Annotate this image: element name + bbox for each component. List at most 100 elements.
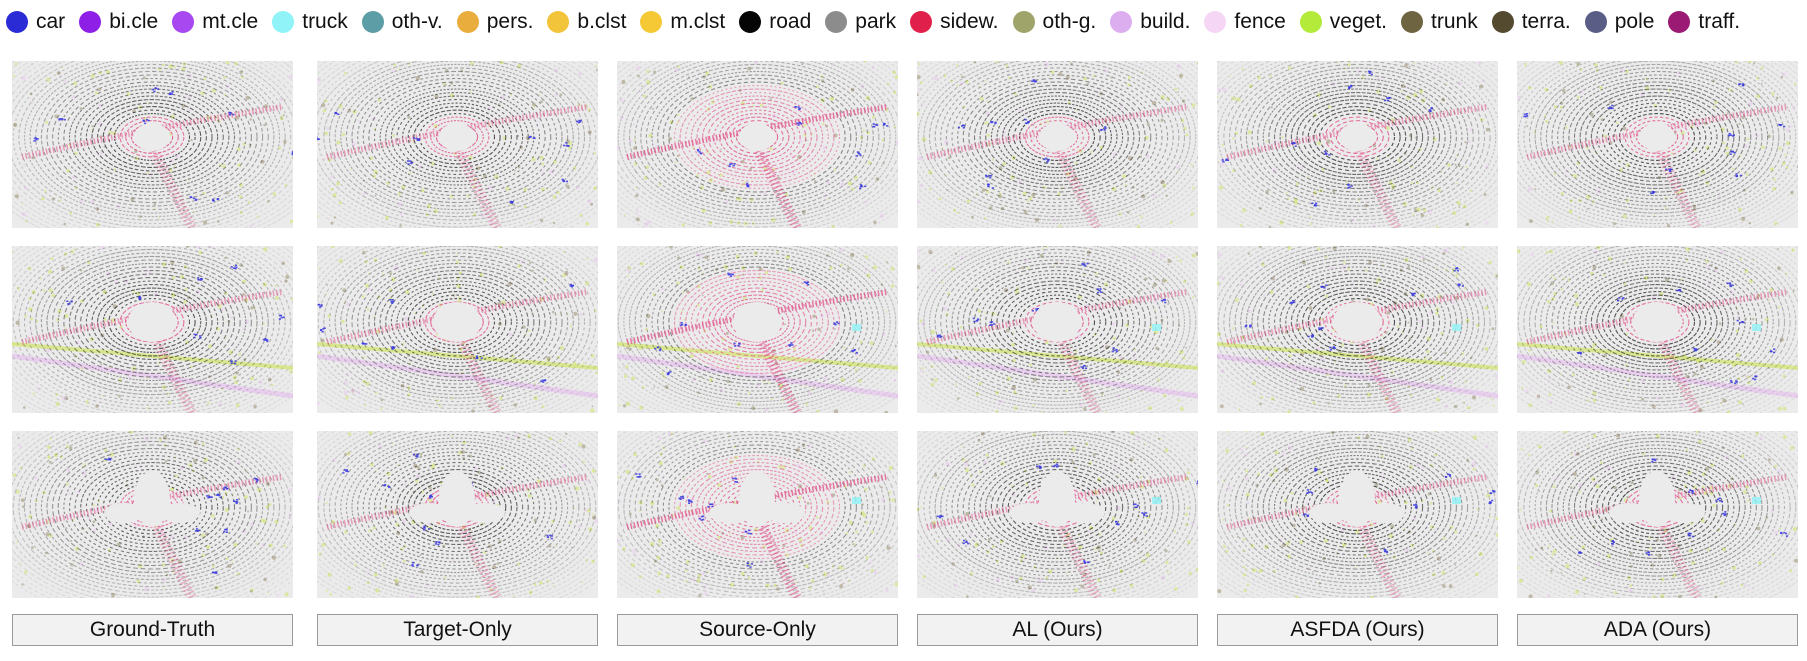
- legend-swatch-icon: [547, 11, 570, 33]
- scan-panel: [317, 61, 598, 228]
- column-caption: Ground-Truth: [12, 614, 293, 646]
- scan-panel: [1517, 431, 1798, 598]
- legend-entry: terra.: [1491, 10, 1571, 34]
- legend-label: truck: [302, 10, 348, 33]
- legend-label: terra.: [1521, 10, 1571, 33]
- point-cloud-image: [1217, 431, 1498, 598]
- legend-swatch-icon: [361, 11, 384, 33]
- legend-label: oth-v.: [391, 10, 443, 33]
- column-caption: ASFDA (Ours): [1217, 614, 1498, 646]
- scan-panel: [317, 431, 598, 598]
- legend-swatch-icon: [910, 11, 933, 33]
- legend-entry: m.clst: [640, 10, 725, 34]
- legend-swatch-icon: [456, 11, 479, 33]
- scan-panel: [1217, 246, 1498, 413]
- legend-label: road: [769, 10, 812, 33]
- point-cloud-image: [12, 431, 293, 598]
- legend-entry: oth-v.: [361, 10, 443, 34]
- point-cloud-image: [1517, 61, 1798, 228]
- legend-label: traff.: [1698, 10, 1741, 33]
- legend-entry: road: [739, 10, 811, 34]
- legend-entry: truck: [272, 10, 348, 34]
- legend-swatch-icon: [1401, 11, 1424, 33]
- column-caption: ADA (Ours): [1517, 614, 1798, 646]
- point-cloud-image: [1217, 246, 1498, 413]
- point-cloud-image: [12, 246, 293, 413]
- point-cloud-image: [617, 431, 898, 598]
- column-caption: Target-Only: [317, 614, 598, 646]
- point-cloud-image: [617, 61, 898, 228]
- scan-panel: [917, 61, 1198, 228]
- legend-label: pers.: [486, 10, 534, 33]
- legend-entry: fence: [1204, 10, 1286, 34]
- legend-entry: sidew.: [910, 10, 999, 34]
- legend-label: oth-g.: [1042, 10, 1097, 33]
- legend-entry: pers.: [456, 10, 534, 34]
- point-cloud-image: [917, 431, 1198, 598]
- legend-entry: mt.cle: [172, 10, 258, 34]
- legend-label: mt.cle: [202, 10, 259, 33]
- scan-panel: [1217, 61, 1498, 228]
- legend-entry: veget.: [1299, 10, 1388, 34]
- legend-swatch-icon: [272, 11, 295, 33]
- legend-entry: bi.cle: [79, 10, 158, 34]
- legend-label: bi.cle: [109, 10, 159, 33]
- point-cloud-image: [1217, 61, 1498, 228]
- point-cloud-image: [917, 246, 1198, 413]
- legend-entry: car: [6, 10, 65, 34]
- legend-label: build.: [1140, 10, 1191, 33]
- legend-label: fence: [1234, 10, 1286, 33]
- legend-label: pole: [1614, 10, 1655, 33]
- legend-swatch-icon: [1668, 11, 1691, 33]
- legend-swatch-icon: [172, 11, 195, 33]
- legend-entry: build.: [1110, 10, 1190, 34]
- legend-swatch-icon: [739, 11, 762, 33]
- point-cloud-image: [317, 61, 598, 228]
- legend-entry: pole: [1584, 10, 1655, 34]
- legend-swatch-icon: [1584, 11, 1607, 33]
- legend-entry: trunk: [1401, 10, 1478, 34]
- scan-panel: [917, 246, 1198, 413]
- legend-entry: oth-g.: [1012, 10, 1097, 34]
- legend-label: m.clst: [670, 10, 726, 33]
- scan-panel: [12, 246, 293, 413]
- point-cloud-image: [917, 61, 1198, 228]
- legend-swatch-icon: [825, 11, 848, 33]
- legend-swatch-icon: [1110, 11, 1133, 33]
- point-cloud-image: [617, 246, 898, 413]
- legend-swatch-icon: [1012, 11, 1035, 33]
- legend-swatch-icon: [1491, 11, 1514, 33]
- legend-entry: traff.: [1668, 10, 1740, 34]
- scan-panel: [1517, 61, 1798, 228]
- scan-panel: [12, 61, 293, 228]
- legend-label: trunk: [1431, 10, 1478, 33]
- point-cloud-image: [317, 246, 598, 413]
- legend-label: veget.: [1329, 10, 1388, 33]
- point-cloud-image: [1517, 431, 1798, 598]
- legend-swatch-icon: [1299, 11, 1322, 33]
- scan-panel: [617, 431, 898, 598]
- legend: car bi.cle mt.cle truck oth-v. pers. b.clst m.c…: [0, 0, 1807, 44]
- legend-label: b.clst: [577, 10, 627, 33]
- scan-panel: [1217, 431, 1498, 598]
- legend-label: car: [36, 10, 66, 33]
- legend-entry: b.clst: [547, 10, 626, 34]
- scan-panel: [617, 246, 898, 413]
- scan-panel: [317, 246, 598, 413]
- legend-label: sidew.: [940, 10, 999, 33]
- scan-panel: [617, 61, 898, 228]
- point-cloud-image: [12, 61, 293, 228]
- legend-swatch-icon: [1204, 11, 1227, 33]
- column-caption: AL (Ours): [917, 614, 1198, 646]
- legend-entry: park: [825, 10, 896, 34]
- scan-panel: [1517, 246, 1798, 413]
- legend-label: park: [855, 10, 897, 33]
- scan-panel: [917, 431, 1198, 598]
- legend-swatch-icon: [6, 11, 28, 33]
- legend-swatch-icon: [79, 11, 102, 33]
- column-caption: Source-Only: [617, 614, 898, 646]
- point-cloud-image: [1517, 246, 1798, 413]
- legend-swatch-icon: [640, 11, 663, 33]
- point-cloud-image: [317, 431, 598, 598]
- scan-panel: [12, 431, 293, 598]
